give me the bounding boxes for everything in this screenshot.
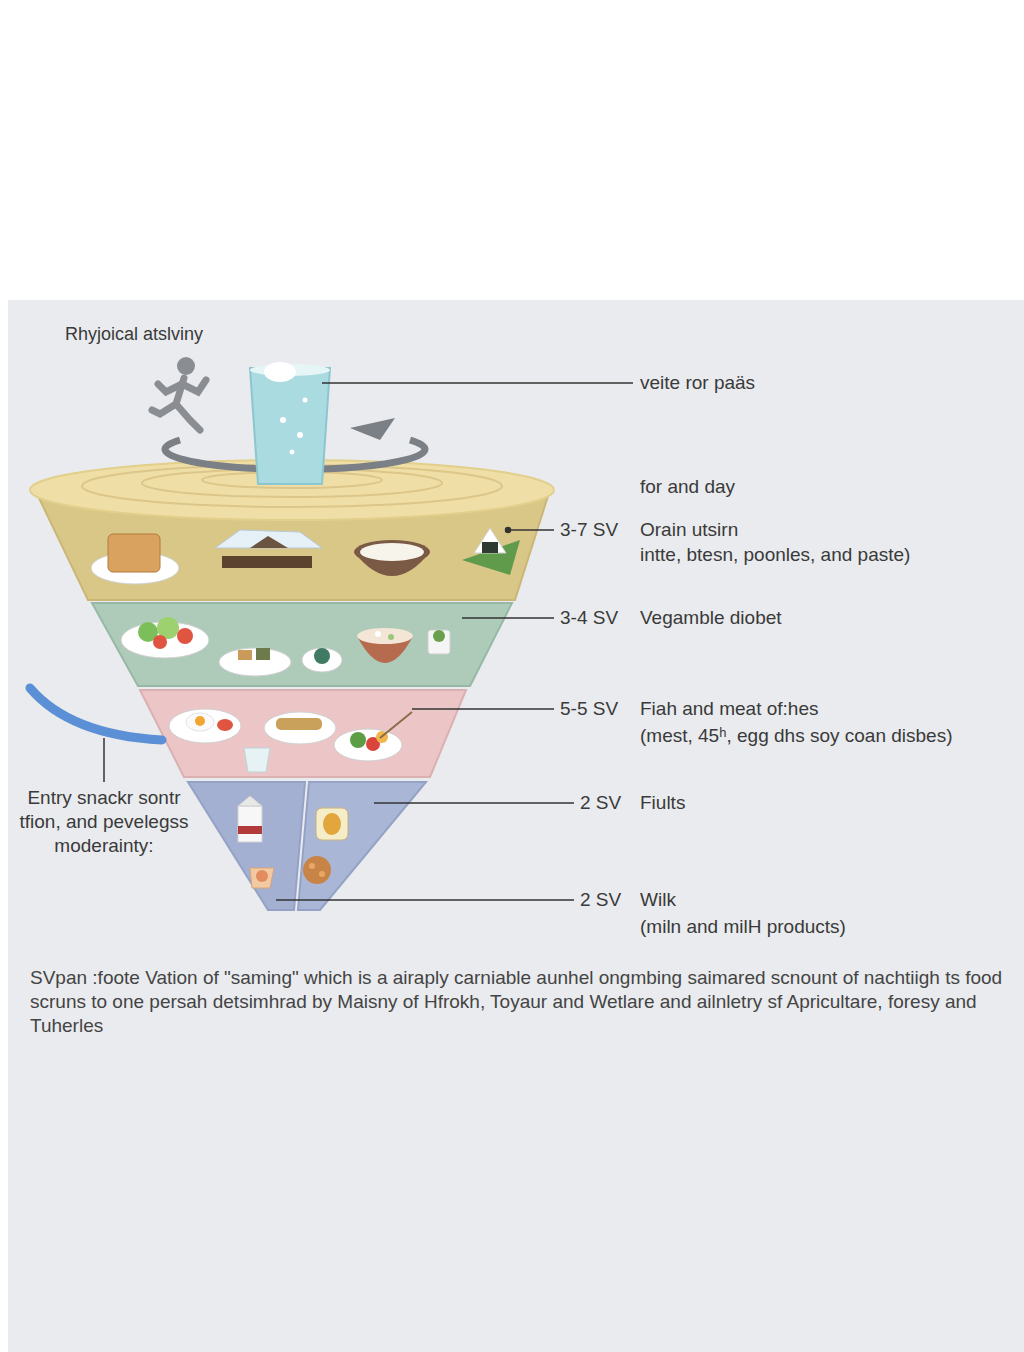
text-anchor: 3-7 SV — [560, 518, 618, 542]
text-anchor: veite ror paäs — [640, 371, 755, 395]
band-outline — [140, 690, 466, 777]
text-anchor: Wilk — [640, 888, 676, 912]
grain-foods — [91, 528, 520, 584]
top-margin — [0, 0, 1024, 300]
spinning-top-disc — [30, 460, 554, 520]
text-anchor: (miln and milH products) — [640, 915, 846, 939]
snack-note: Entry snackr sontr tfion, and pevelegss … — [14, 786, 194, 858]
band-shape — [188, 782, 846, 939]
vegetable-foods — [121, 617, 450, 676]
band-outline — [298, 782, 426, 910]
text-anchor: Fiults — [640, 791, 685, 815]
diagram-label: Rhyjoical atslviny — [65, 322, 203, 346]
group-name: Fiah and meat of:hes — [640, 697, 819, 721]
band-outline — [188, 782, 305, 910]
text-anchor: Entry snackr sontr tfion, and pevelegss … — [14, 786, 194, 858]
text-anchor: Orain utsirn — [640, 518, 738, 542]
band-outline — [38, 496, 548, 600]
group-examples: (mest, 45ʰ, egg dhs soy coan disbes) — [640, 724, 953, 748]
water-glass — [250, 362, 330, 484]
band-outline — [92, 603, 512, 686]
text-anchor: (mest, 45ʰ, egg dhs soy coan disbes) — [640, 724, 953, 748]
group-examples: intte, btesn, poonles, and paste) — [640, 543, 910, 567]
serving-count: 5-5 SV — [560, 697, 618, 721]
milk-fruit-foods — [238, 796, 348, 888]
rotation-arrow — [165, 418, 425, 469]
caption: SVpan :foote Vation of "saming" which is… — [30, 966, 1015, 1038]
runner-figure — [152, 357, 206, 430]
text-anchor: 2 SV — [580, 888, 621, 912]
food-band: 3-7 SV Orain utsirnintte, btesn, poonles,… — [38, 496, 910, 600]
serving-count: 2 SV — [580, 791, 621, 815]
leader-line — [322, 382, 633, 384]
panel-ground — [8, 300, 1024, 1352]
group-name: Wilk — [640, 888, 676, 912]
text-anchor: Fiah and meat of:hes — [640, 697, 819, 721]
serving-count: 3-7 SV — [560, 518, 618, 542]
text-anchor: Vegamble diobet — [640, 606, 782, 630]
snack-rope — [30, 688, 162, 782]
food-band: 2 SV Wilk (miln and milH products) — [188, 782, 846, 939]
text-anchor: 2 SV — [580, 791, 621, 815]
leader-lines — [276, 528, 574, 901]
food-band: 3-4 SV Vegamble diobet — [92, 603, 782, 686]
text-anchor: 5-5 SV — [560, 697, 618, 721]
text-anchor: Rhyjoical atslviny — [65, 322, 203, 346]
group-name: Fiults — [640, 791, 685, 815]
group-name: Vegamble diobet — [640, 606, 782, 630]
diagram-label: for and day — [640, 475, 735, 499]
text-anchor: intte, btesn, poonles, and paste) — [640, 543, 910, 567]
text-anchor: SVpan :foote Vation of "saming" which is… — [30, 966, 1015, 1038]
text-anchor: 3-4 SV — [560, 606, 618, 630]
text-anchor: for and day — [640, 475, 735, 499]
band-shape — [298, 782, 685, 910]
group-name: Orain utsirn — [640, 518, 738, 542]
serving-count: 2 SV — [580, 888, 621, 912]
group-examples: (miln and milH products) — [640, 915, 846, 939]
food-band: 2 SV Fiults — [298, 782, 685, 910]
fish-meat-foods — [169, 709, 412, 772]
diagram-label: veite ror paäs — [640, 371, 755, 395]
serving-count: 3-4 SV — [560, 606, 618, 630]
food-band: 5-5 SV Fiah and meat of:hes (mest, 45ʰ, eg… — [140, 690, 953, 777]
